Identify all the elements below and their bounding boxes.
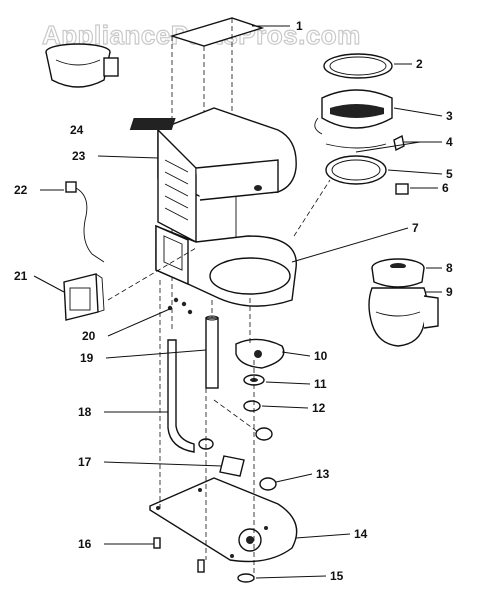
callout-14: 14 bbox=[354, 527, 368, 541]
callout-5: 5 bbox=[446, 167, 453, 181]
callout-6: 6 bbox=[442, 181, 449, 195]
callout-22: 22 bbox=[14, 183, 28, 197]
part-18-hose bbox=[167, 339, 195, 453]
callout-7: 7 bbox=[412, 221, 419, 235]
callout-23: 23 bbox=[72, 149, 86, 163]
callout-labels: 1 2 3 4 5 6 7 8 9 10 11 12 13 14 15 16 1… bbox=[14, 19, 453, 583]
callout-4: 4 bbox=[446, 135, 453, 149]
part-9-carafe bbox=[368, 287, 439, 347]
callout-2: 2 bbox=[416, 57, 423, 71]
part-6-switch-tab bbox=[395, 183, 409, 195]
alignment-lines bbox=[107, 179, 331, 580]
callout-18: 18 bbox=[78, 405, 92, 419]
part-24-brew-basket bbox=[45, 43, 119, 88]
part-20-screws bbox=[167, 297, 193, 315]
part-19-tube bbox=[205, 315, 219, 389]
part-5-gasket bbox=[325, 155, 387, 185]
part-4-clip bbox=[325, 134, 405, 152]
callout-20: 20 bbox=[82, 329, 96, 343]
callout-11: 11 bbox=[314, 377, 327, 391]
part-14-bottom-plate bbox=[149, 477, 298, 563]
part-17-hose-section bbox=[219, 455, 245, 477]
part-15-foot bbox=[237, 573, 255, 583]
callout-15: 15 bbox=[330, 569, 344, 583]
callout-8: 8 bbox=[446, 261, 453, 275]
part-21-control-box bbox=[63, 273, 105, 321]
callout-3: 3 bbox=[446, 109, 453, 123]
callout-17: 17 bbox=[78, 455, 92, 469]
part-22-cord bbox=[65, 181, 105, 263]
callout-1: 1 bbox=[296, 19, 303, 33]
part-12-grommet bbox=[243, 400, 261, 412]
callout-21: 21 bbox=[14, 269, 28, 283]
part-23-housing bbox=[129, 107, 297, 244]
leader-lines bbox=[33, 25, 443, 579]
callout-13: 13 bbox=[316, 467, 330, 481]
callout-19: 19 bbox=[80, 351, 94, 365]
part-2-lid bbox=[323, 53, 393, 79]
part-8-carafe-lid bbox=[371, 258, 425, 288]
callout-12: 12 bbox=[312, 401, 326, 415]
part-16-screw bbox=[153, 537, 205, 573]
callout-10: 10 bbox=[314, 349, 328, 363]
part-7-base bbox=[155, 224, 297, 307]
part-3-spray-head bbox=[314, 89, 393, 135]
callout-9: 9 bbox=[446, 285, 453, 299]
callout-16: 16 bbox=[78, 537, 92, 551]
callout-24: 24 bbox=[70, 123, 84, 137]
part-10-heat-plate bbox=[235, 338, 285, 369]
